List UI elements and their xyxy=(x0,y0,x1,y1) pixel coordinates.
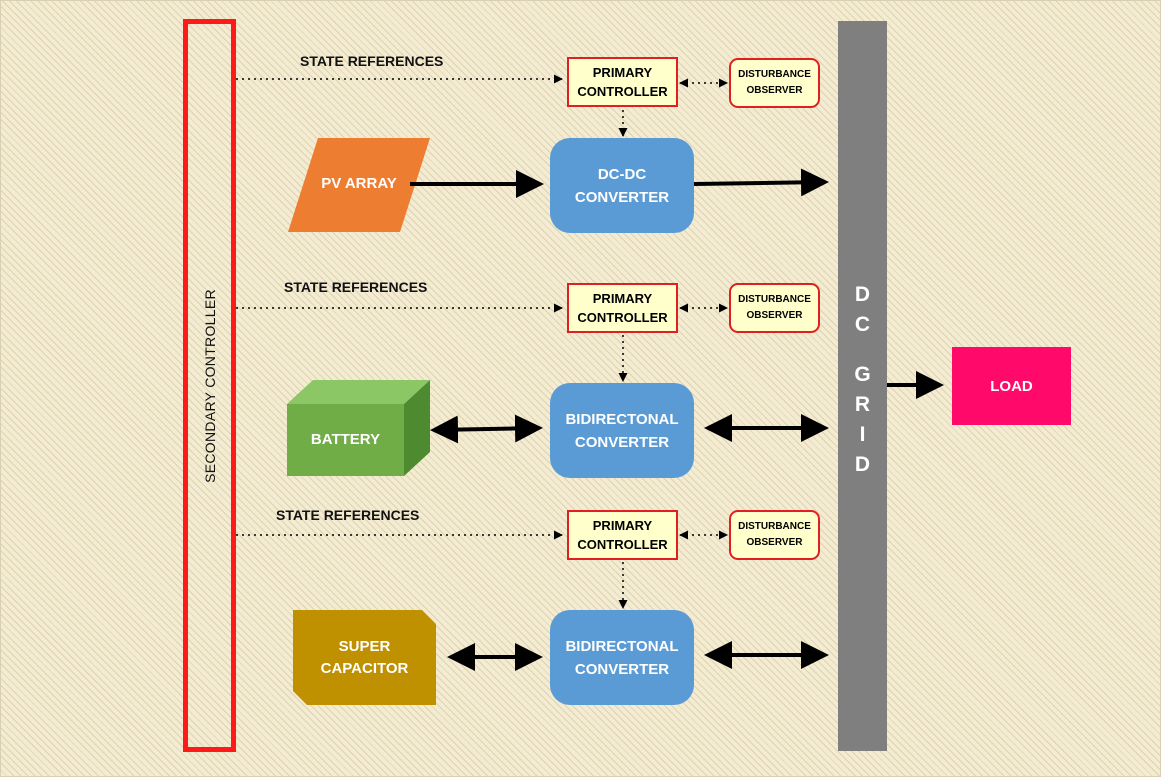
state-references-label-2: STATE REFERENCES xyxy=(284,279,428,295)
super-capacitor-line2: CAPACITOR xyxy=(320,659,409,677)
primary-controller-1: PRIMARY CONTROLLER xyxy=(567,57,678,107)
dc-grid-letter-r: R xyxy=(854,393,871,416)
secondary-controller-label: SECONDARY CONTROLLER xyxy=(201,288,218,483)
dc-grid-letter-c: C xyxy=(854,313,871,336)
disturbance-observer-2-line2: OBSERVER xyxy=(746,310,803,321)
disturbance-observer-2: DISTURBANCE OBSERVER xyxy=(729,283,820,333)
primary-controller-3-line2: CONTROLLER xyxy=(577,537,668,552)
dc-dc-converter: DC-DC CONVERTER xyxy=(550,138,694,233)
secondary-controller-box xyxy=(183,19,236,752)
disturbance-observer-1-line1: DISTURBANCE xyxy=(738,69,811,80)
primary-controller-2: PRIMARY CONTROLLER xyxy=(567,283,678,333)
battery-label: BATTERY xyxy=(310,431,381,448)
pv-array-label: PV ARRAY xyxy=(321,175,397,192)
primary-controller-2-line2: CONTROLLER xyxy=(577,310,668,325)
primary-controller-1-line1: PRIMARY xyxy=(592,65,653,80)
super-capacitor-line1: SUPER xyxy=(338,637,391,655)
state-references-label-3: STATE REFERENCES xyxy=(276,507,420,523)
battery-converter-arrow xyxy=(430,414,543,444)
bidirectional-converter-2-line2: CONVERTER xyxy=(574,660,670,678)
state-references-label-1: STATE REFERENCES xyxy=(300,53,444,69)
disturbance-observer-3: DISTURBANCE OBSERVER xyxy=(729,510,820,560)
dc-grid-label: D C G R I D xyxy=(838,280,887,480)
bidirectional-converter-1-line2: CONVERTER xyxy=(574,433,670,451)
converter-to-grid-arrow xyxy=(693,168,829,197)
load-box: LOAD xyxy=(952,347,1071,425)
battery-shape xyxy=(287,380,430,476)
dc-grid-letter-d2: D xyxy=(854,453,871,476)
dc-grid-letter-d: D xyxy=(854,283,871,306)
dc-dc-converter-line1: DC-DC xyxy=(597,165,647,183)
bidirectional-converter-2-line1: BIDIRECTONAL xyxy=(565,637,679,655)
primary-controller-1-line2: CONTROLLER xyxy=(577,84,668,99)
disturbance-observer-1: DISTURBANCE OBSERVER xyxy=(729,58,820,108)
pv-array-shape xyxy=(288,138,430,232)
pv-array: PV ARRAY xyxy=(300,160,418,208)
dc-grid-bus xyxy=(838,21,887,751)
primary-controller-3: PRIMARY CONTROLLER xyxy=(567,510,678,560)
supercap-shape xyxy=(293,610,436,705)
load-label: LOAD xyxy=(990,377,1033,395)
primary-controller-2-line1: PRIMARY xyxy=(592,291,653,306)
bidirectional-converter-2: BIDIRECTONAL CONVERTER xyxy=(550,610,694,705)
dc-dc-converter-line2: CONVERTER xyxy=(574,188,670,206)
bidirectional-converter-1-line1: BIDIRECTONAL xyxy=(565,410,679,428)
super-capacitor: SUPER CAPACITOR xyxy=(293,610,436,705)
dc-grid-letter-i: I xyxy=(859,423,866,446)
disturbance-observer-3-line1: DISTURBANCE xyxy=(738,521,811,532)
battery: BATTERY xyxy=(287,404,404,476)
disturbance-observer-1-line2: OBSERVER xyxy=(746,85,803,96)
primary-controller-3-line1: PRIMARY xyxy=(592,518,653,533)
dc-grid-letter-g: G xyxy=(854,363,871,386)
disturbance-observer-3-line2: OBSERVER xyxy=(746,537,803,548)
bidirectional-converter-1: BIDIRECTONAL CONVERTER xyxy=(550,383,694,478)
disturbance-observer-2-line1: DISTURBANCE xyxy=(738,294,811,305)
secondary-controller-label-wrap: SECONDARY CONTROLLER xyxy=(183,19,236,752)
